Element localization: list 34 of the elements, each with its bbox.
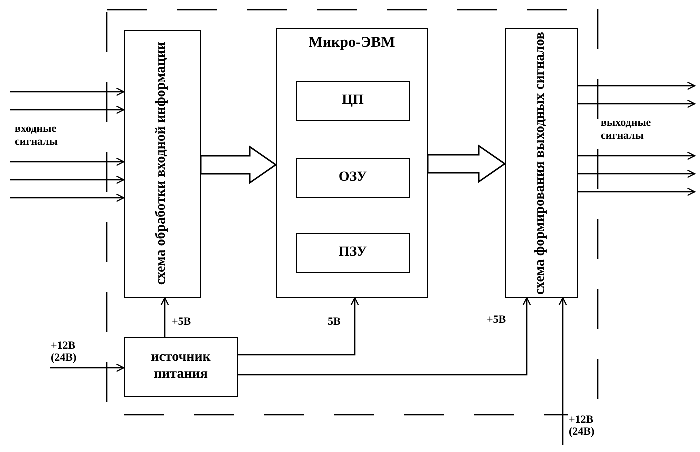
arrow [238, 297, 360, 356]
block-box [296, 158, 410, 198]
arrow [10, 194, 125, 202]
block-label: ЦП [341, 92, 365, 110]
arrow [578, 82, 696, 90]
block-label: источник питания [150, 350, 212, 384]
arrow [578, 152, 696, 160]
arrow [160, 297, 170, 337]
computer-block [276, 28, 428, 298]
arrow [578, 100, 696, 108]
edge-label: 5В [327, 316, 342, 328]
block-box [296, 233, 410, 273]
block-title: Микро-ЭВМ [308, 35, 396, 52]
bus-arrow [427, 144, 506, 184]
arrow [50, 364, 125, 372]
edge-label: +5В [171, 316, 192, 328]
arrow [558, 297, 568, 445]
block-label: схема обработки входной информации [153, 42, 170, 286]
arrow [10, 88, 125, 96]
block-box [505, 28, 578, 298]
arrow [10, 158, 125, 166]
power-supply-box [124, 337, 238, 397]
arrow [578, 188, 696, 196]
block-label: ПЗУ [338, 244, 368, 262]
edge-label: +5В [486, 314, 508, 326]
arrow [578, 170, 696, 178]
bus-arrow [200, 146, 278, 184]
arrow [238, 297, 532, 376]
block-box [124, 30, 201, 298]
arrow [10, 176, 125, 184]
block-box [296, 81, 410, 121]
block-label: схема формирования выходных сигналов [532, 32, 550, 294]
block-label: ОЗУ [338, 170, 368, 186]
arrow [10, 106, 125, 114]
